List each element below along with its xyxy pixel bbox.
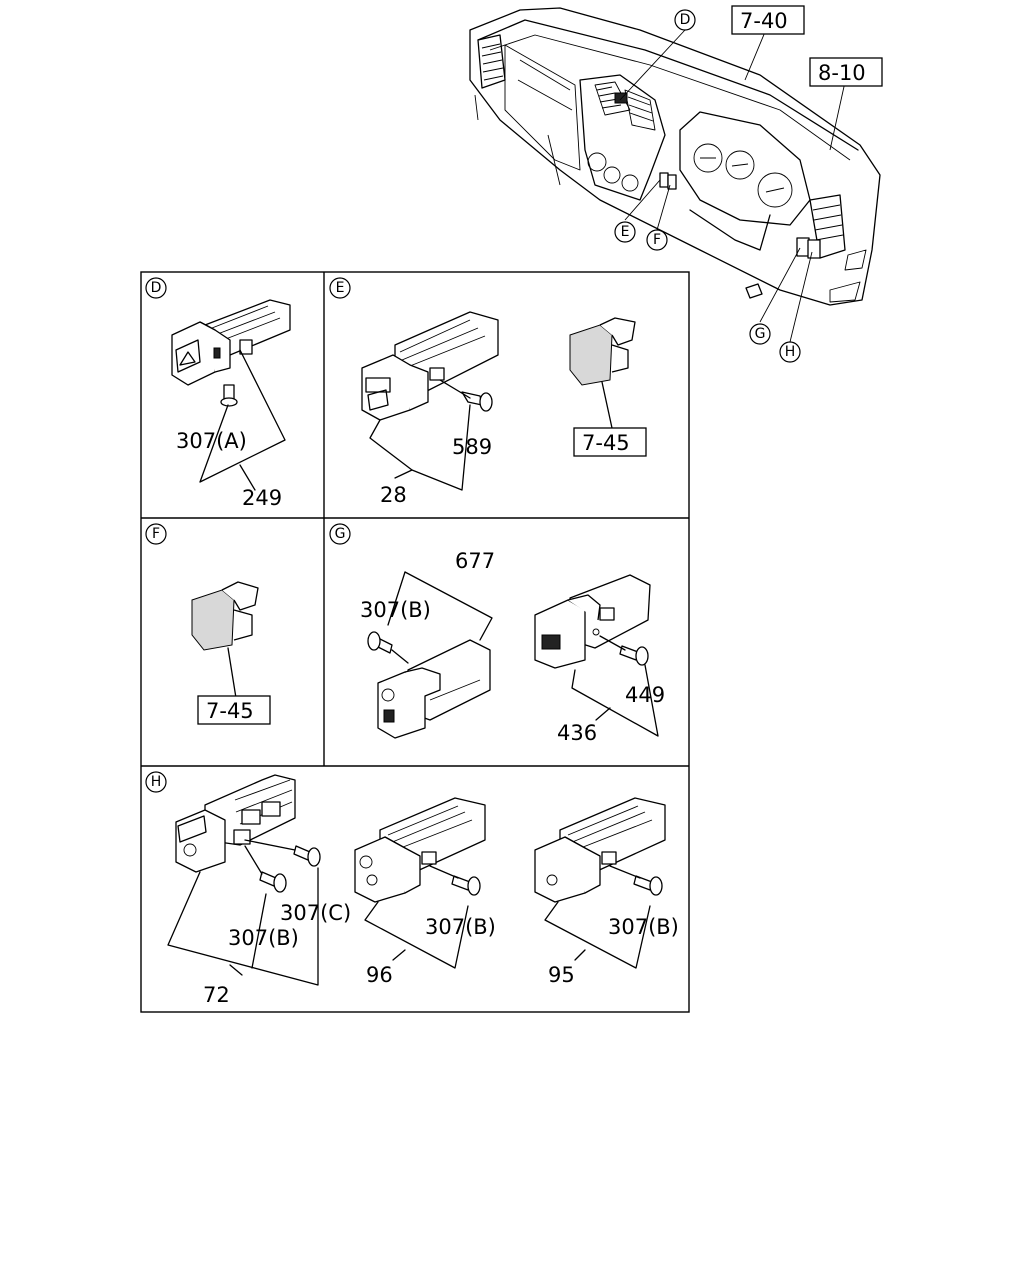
panel-e-letter-circle: [329, 277, 351, 299]
part-label-677: 677: [455, 549, 495, 573]
panel-d-letter-circle: [145, 277, 167, 299]
panel-e: E 589 28 7-45: [329, 277, 647, 507]
panel-f-letter-circle: [145, 523, 167, 545]
panel-g: G 677 307(B): [329, 523, 665, 745]
screw-589: [461, 391, 493, 412]
panel-f-letter: F: [152, 526, 160, 542]
part-label-307b-h2: 307(B): [425, 915, 496, 939]
ref-box-7-45-e: [573, 427, 647, 457]
ref-box-8-10: [809, 57, 883, 87]
callout-letter-g: G: [755, 326, 766, 342]
part-label-95: 95: [548, 963, 575, 987]
callout-letter-d: D: [680, 12, 691, 28]
callout-letter-h: H: [785, 344, 796, 360]
panel-f: F 7-45: [145, 523, 271, 725]
switch-436: [534, 574, 651, 669]
center-console: [579, 74, 677, 201]
panel-e-letter: E: [336, 280, 345, 296]
ref-label-7-45-e: 7-45: [582, 431, 630, 455]
part-label-249: 249: [242, 486, 282, 510]
part-label-436: 436: [557, 721, 597, 745]
switch-28: [361, 311, 499, 421]
panel-d: D 307(A) 249: [145, 277, 291, 510]
part-label-96: 96: [366, 963, 393, 987]
part-label-449: 449: [625, 683, 665, 707]
part-label-307b-h3: 307(B): [608, 915, 679, 939]
part-label-307c: 307(C): [280, 901, 351, 925]
part-label-72: 72: [203, 983, 230, 1007]
hazard-switch: [171, 299, 291, 386]
screw-307b-h2: [451, 875, 481, 896]
left-vent: [477, 34, 506, 89]
part-label-307b-g: 307(B): [360, 598, 431, 622]
screw-307b-h3: [633, 875, 663, 896]
panel-h: H 307(C) 307(B) 72: [145, 771, 679, 1007]
dashboard-overview: 7-40 8-10 D E F G H: [469, 5, 883, 363]
callout-circle-e: [614, 221, 636, 243]
part-label-307b-h1: 307(B): [228, 926, 299, 950]
panel-grid: [140, 271, 690, 1013]
panel-g-letter-circle: [329, 523, 351, 545]
ref-label-7-45-f: 7-45: [206, 699, 254, 723]
screw-307b-h1: [259, 871, 287, 893]
part-label-589: 589: [452, 435, 492, 459]
panel-g-letter: G: [335, 526, 346, 542]
right-vent: [796, 194, 846, 259]
switch-96: [354, 797, 486, 903]
screw-307a: [220, 384, 238, 407]
screw-307c: [293, 845, 321, 867]
callout-letter-f: F: [653, 232, 661, 248]
ref-box-7-40: [731, 5, 805, 35]
callout-circle-h: [779, 341, 801, 363]
panel-h-letter: H: [151, 774, 162, 790]
ref-label-7-40: 7-40: [740, 9, 788, 33]
switch-677: [377, 639, 491, 739]
screw-307b-g: [367, 631, 393, 654]
part-label-307a: 307(A): [176, 429, 247, 453]
callout-circle-g: [749, 323, 771, 345]
switch-95: [534, 797, 666, 903]
part-label-28: 28: [380, 483, 407, 507]
switch-72: [175, 774, 296, 873]
instrument-cluster: [679, 111, 811, 251]
blank-cover-f: [191, 581, 259, 651]
callout-letter-e: E: [621, 224, 630, 240]
panel-h-letter-circle: [145, 771, 167, 793]
ref-label-8-10: 8-10: [818, 61, 866, 85]
blank-cover-e: [569, 317, 636, 386]
callout-circle-f: [646, 229, 668, 251]
ref-box-7-45-f: [197, 695, 271, 725]
panel-d-letter: D: [151, 280, 162, 296]
callout-circle-d: [674, 9, 696, 31]
